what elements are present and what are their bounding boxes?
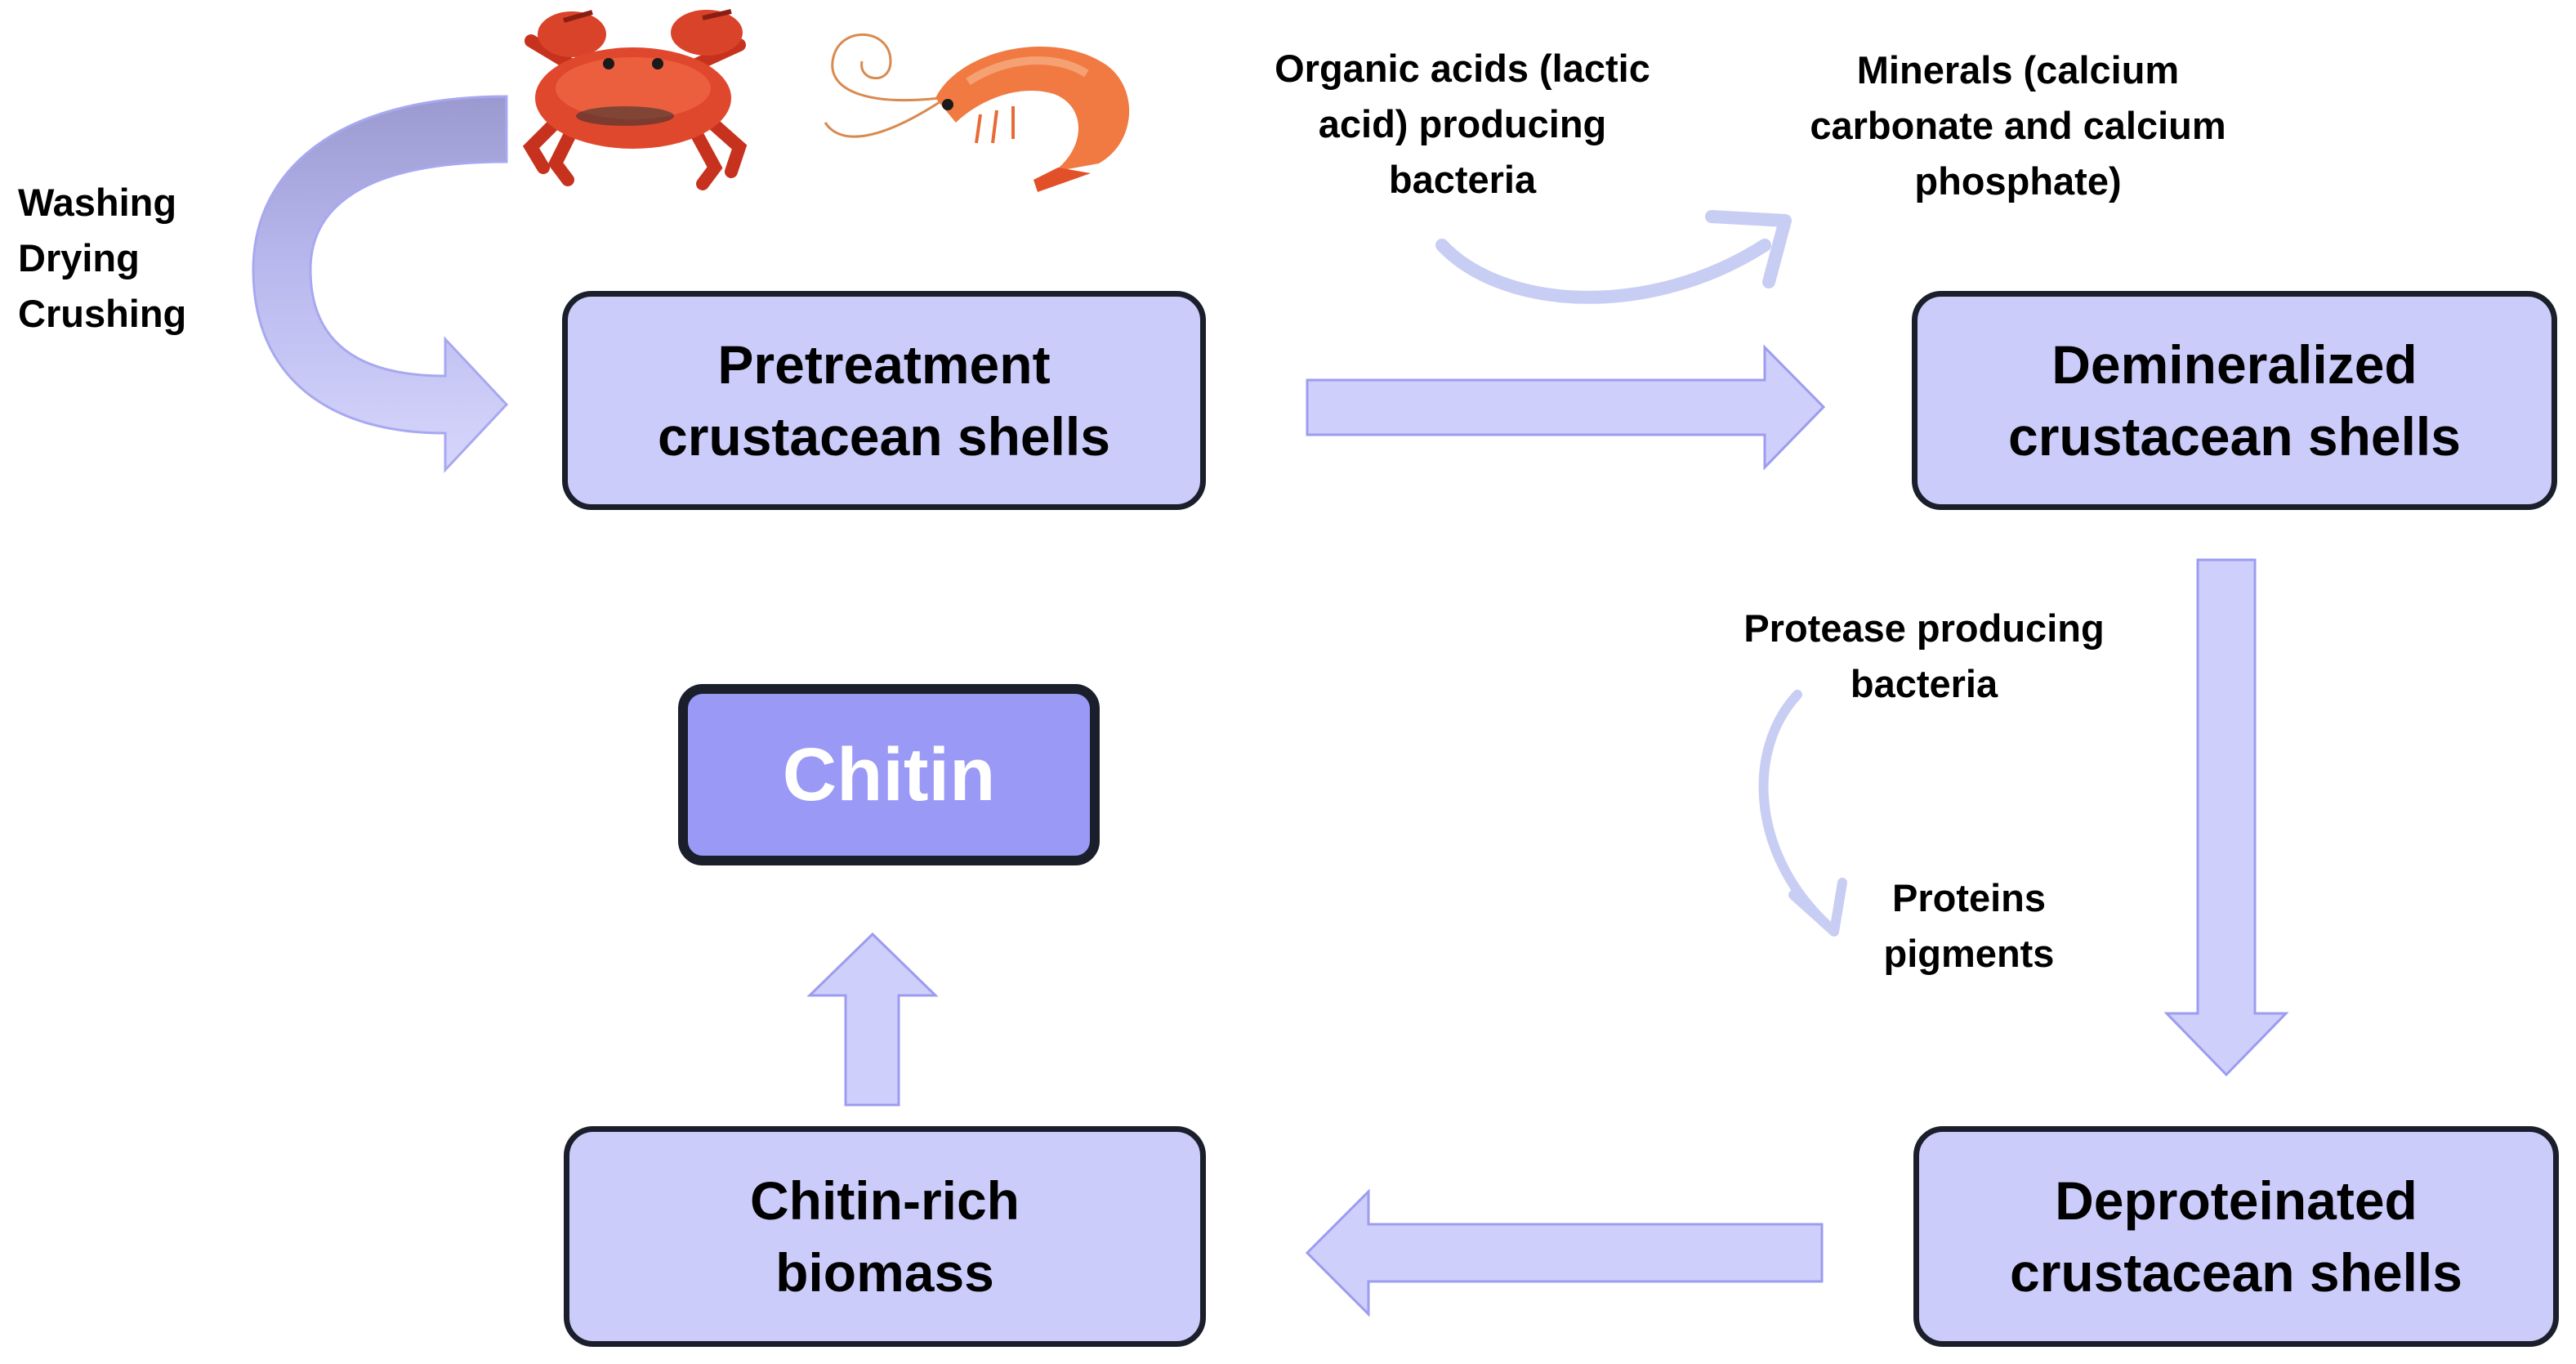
demineralized-box: Demineralized crustacean shells (1912, 291, 2557, 510)
biomass-label: Chitin-rich biomass (750, 1170, 1020, 1303)
pretreatment-box: Pretreatment crustacean shells (562, 291, 1206, 510)
crab-icon (522, 9, 748, 190)
deproteinated-label: Deproteinated crustacean shells (2010, 1170, 2462, 1303)
pretreatment-curved-arrow (252, 95, 509, 473)
arrow-to-deproteinated (2163, 558, 2289, 1077)
biomass-box: Chitin-rich biomass (564, 1126, 1206, 1347)
protease-note: Protease producing bacteria (1743, 606, 2105, 705)
minerals-note: Minerals (calcium carbonate and calcium … (1810, 48, 2226, 203)
pretreatment-label: Pretreatment crustacean shells (658, 334, 1110, 467)
chitin-box: Chitin (678, 684, 1100, 865)
deproteinated-box: Deproteinated crustacean shells (1913, 1126, 2559, 1347)
arrow-to-demineralized (1306, 344, 1826, 471)
arrow-to-chitin (806, 932, 939, 1107)
shrimp-icon (824, 34, 1130, 192)
pretreatment-steps-note: Washing Drying Crushing (18, 181, 187, 335)
organic-acids-note: Organic acids (lactic acid) producing ba… (1275, 47, 1650, 201)
arrow-to-biomass (1305, 1188, 1824, 1317)
acids-to-minerals-curve-arrow (1435, 239, 1771, 304)
proteins-note: Proteins pigments (1883, 876, 2055, 975)
chitin-label: Chitin (782, 733, 996, 816)
demineralized-label: Demineralized crustacean shells (2008, 334, 2461, 467)
